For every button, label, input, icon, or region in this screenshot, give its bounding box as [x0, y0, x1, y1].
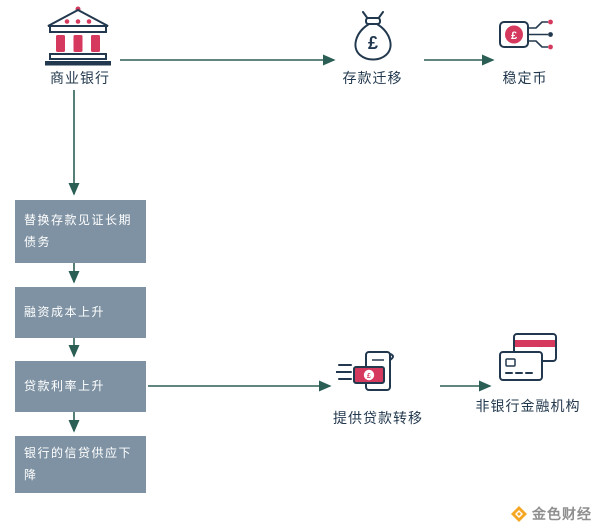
svg-text:£: £: [511, 30, 517, 42]
watermark-text: 金色财经: [532, 506, 592, 522]
stablecoin-icon: £: [499, 19, 553, 50]
bank-label: 商业银行: [50, 70, 110, 86]
bank-icon: [45, 6, 111, 66]
loan-transfer-icon: £: [336, 351, 394, 391]
flow-box-funding-cost: 融资成本上升: [15, 287, 146, 338]
flow-box-replace-deposits: 替换存款见证长期债务: [15, 200, 146, 263]
svg-text:£: £: [368, 33, 378, 53]
watermark-logo-icon: [511, 506, 527, 522]
flow-box-credit-supply: 银行的信贷供应下降: [15, 436, 146, 493]
nonbank-label: 非银行金融机构: [475, 398, 581, 414]
watermark: 金色财经: [511, 504, 592, 524]
loan-transfer-label: 提供贷款转移: [333, 410, 423, 426]
credit-card-icon: [499, 333, 557, 381]
stablecoin-label: 稳定币: [502, 70, 548, 86]
svg-text:£: £: [367, 373, 371, 380]
money-bag-icon: £: [354, 11, 392, 61]
deposit-label: 存款迁移: [342, 70, 403, 86]
flow-box-loan-rate: 贷款利率上升: [15, 361, 146, 412]
